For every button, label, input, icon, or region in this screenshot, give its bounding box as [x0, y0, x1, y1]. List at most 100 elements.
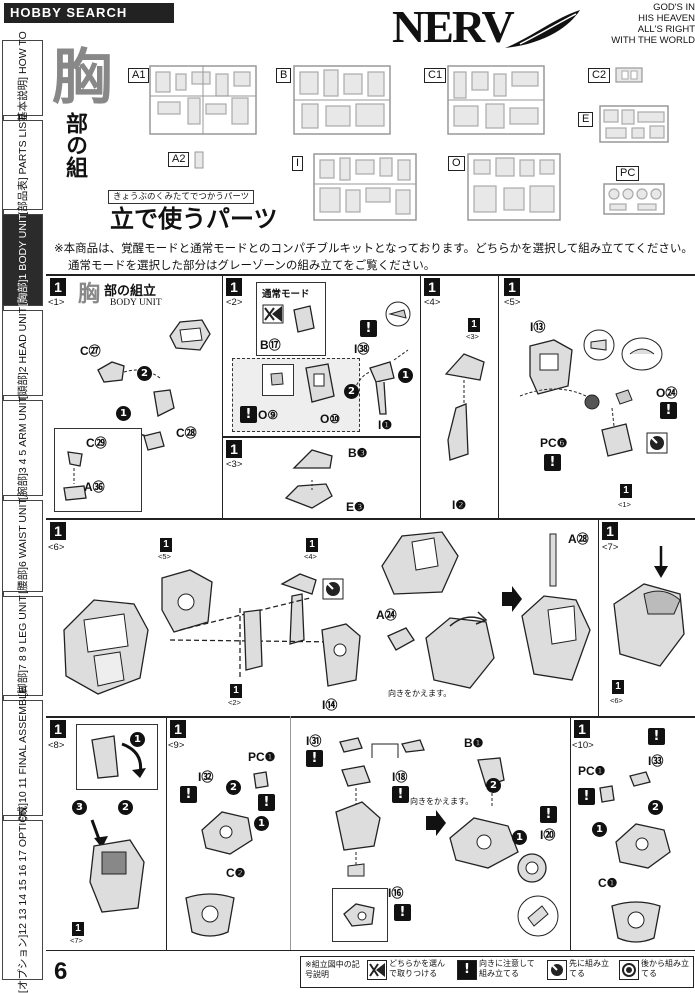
leg-ref-icon: [381, 531, 459, 595]
c1-assembly-icon: [615, 823, 671, 869]
substep-3: <3>: [226, 459, 243, 470]
i38-detail-icon: [385, 301, 411, 327]
step-number-7: 1: [602, 522, 618, 540]
substep-ref-3-label: <3>: [466, 332, 479, 341]
legend-first-label: 先に組み立てる: [569, 959, 609, 978]
sidebar-tab-parts-list[interactable]: [部品表] PARTS LIST: [3, 115, 43, 215]
part-label-i20: I⑳: [540, 828, 556, 842]
legend-later-label: 後から組み立てる: [641, 959, 689, 978]
caution-icon: !: [544, 454, 561, 471]
order-1-icon: 1: [512, 830, 527, 845]
i1-frame-icon: [351, 349, 409, 415]
caution-icon: !: [540, 806, 557, 823]
i20-detail-icon: [517, 895, 559, 937]
runner-label-i: I: [292, 156, 304, 171]
step-number-4: 1: [424, 278, 440, 296]
part-label-o24: O㉔: [656, 386, 678, 400]
runner-label-a2: A2: [168, 152, 190, 167]
sidebar-tab-final-assemble[interactable]: [完成]10 11 FINAL ASSEMBLE: [3, 686, 43, 830]
caution-icon: !: [457, 960, 477, 980]
pc-piece-icon: [253, 771, 269, 789]
order-2-icon: 2: [344, 384, 359, 399]
chest-emblem-icon: [611, 901, 661, 943]
bracket-line-icon: [371, 743, 399, 758]
runner-b-icon: [293, 65, 391, 135]
panel-divider-5: [498, 274, 499, 518]
order-1-icon: 1: [116, 406, 131, 421]
sidebar-tab-waist-unit[interactable]: [腰部]6 WAIST UNIT: [3, 498, 43, 594]
sidebar-tab-how-to[interactable]: [基本説明] HOW TO: [3, 31, 43, 125]
runner-c2-icon: [615, 67, 643, 83]
sidebar: [基本説明] HOW TO [部品表] PARTS LIST [胸部]1 BOD…: [0, 31, 46, 993]
part-label-c27: C㉗: [80, 344, 101, 358]
order-2-icon: 2: [118, 800, 133, 815]
order-1-icon: 1: [130, 732, 145, 747]
runner-a2-icon: [194, 151, 204, 169]
part-label-i32: I㉜: [198, 770, 214, 784]
step-number-9: 1: [170, 720, 186, 738]
substep-ref-3: 1: [468, 318, 480, 332]
part-label-b3: B❸: [348, 446, 368, 460]
step8-assembly-icon: [89, 819, 145, 913]
runner-label-c2: C2: [588, 68, 611, 83]
substep-ref-1: 1: [620, 484, 632, 498]
sidebar-tab-head-unit[interactable]: [頭部]2 HEAD UNIT: [3, 307, 43, 399]
i33-piece-icon: [629, 771, 651, 787]
substep-ref-6-label: <6>: [610, 696, 623, 705]
panel-divider-9: [166, 716, 167, 950]
assembly-big-char: 胸: [78, 281, 101, 307]
body-part-icon: [169, 319, 211, 351]
part-label-c28: C㉘: [176, 426, 197, 440]
substep-2: <2>: [226, 297, 243, 308]
step4-ref-icon: [280, 573, 317, 645]
part-label-c1: C❶: [598, 876, 618, 890]
order-2-icon: 2: [226, 780, 241, 795]
substep-7: <7>: [602, 542, 619, 553]
step6-assembly-icon: [425, 611, 495, 689]
assembly-title-en: BODY UNIT: [110, 298, 162, 308]
substep-ref-7-label: <7>: [70, 936, 83, 945]
normal-mode-box: [256, 282, 326, 356]
runner-label-pc: PC: [616, 166, 640, 181]
sidebar-tab-leg-unit[interactable]: [脚部]7 8 9 LEG UNIT: [3, 595, 43, 697]
a24-piece-icon: [387, 627, 415, 651]
c29-piece-icon: [63, 451, 87, 501]
i16-detail-icon: [343, 903, 375, 927]
order-2-icon: 2: [486, 778, 501, 793]
order-3-icon: 3: [72, 800, 87, 815]
runner-e-icon: [599, 105, 669, 143]
i14-piece-icon: [321, 623, 361, 687]
runner-i-icon: [313, 153, 417, 221]
step-number-6: 1: [50, 522, 66, 540]
substep-10: <10>: [572, 740, 594, 751]
step-number-10: 1: [574, 720, 590, 738]
sidebar-tab-option[interactable]: [オプション]12 13 14 15 16 17 OPTION: [3, 807, 43, 993]
sidebar-tab-body-unit[interactable]: [胸部]1 BODY UNIT: [3, 214, 43, 306]
part-label-pcl-10: PC❶: [578, 764, 606, 778]
step-number-2: 1: [226, 278, 242, 296]
part-label-i33: I㉝: [648, 754, 664, 768]
nerv-banner: [388, 0, 695, 52]
part-label-b17: B⑰: [260, 338, 281, 352]
later-icon: [322, 578, 344, 600]
part-label-i38: I㊳: [354, 342, 370, 356]
runner-a1-icon: [149, 65, 257, 135]
caution-icon: !: [240, 406, 257, 423]
c2-assembly-icon: [201, 811, 253, 855]
o10-piece-icon: [305, 363, 335, 403]
a28-assembly-icon: [521, 533, 591, 681]
substep-ref-2: 1: [230, 684, 242, 698]
step8-detail-box: [76, 724, 158, 790]
runner-o-icon: [467, 153, 561, 221]
sidebar-tab-arm-unit[interactable]: [腕部]3 4 5 ARM UNIT: [3, 396, 43, 500]
legend-choose-label: どちらかを選んで取りつける: [389, 959, 445, 978]
part-label-i13: I⑬: [530, 320, 546, 334]
step-number-3: 1: [226, 440, 242, 458]
caution-icon: !: [360, 320, 377, 337]
e3-piece-icon: [284, 480, 333, 509]
part-label-a36: A㊱: [84, 480, 105, 494]
nerv-motto: GOD'S IN HIS HEAVEN ALL'S RIGHT WITH THE…: [611, 2, 695, 46]
i2-leg-frame-icon: [444, 353, 485, 461]
compatibility-note: ※本商品は、覚醒モードと通常モードとのコンパチブルキットとなっております。どちら…: [54, 241, 693, 272]
legend-caution-label: 向きに注意して組み立てる: [479, 959, 535, 978]
